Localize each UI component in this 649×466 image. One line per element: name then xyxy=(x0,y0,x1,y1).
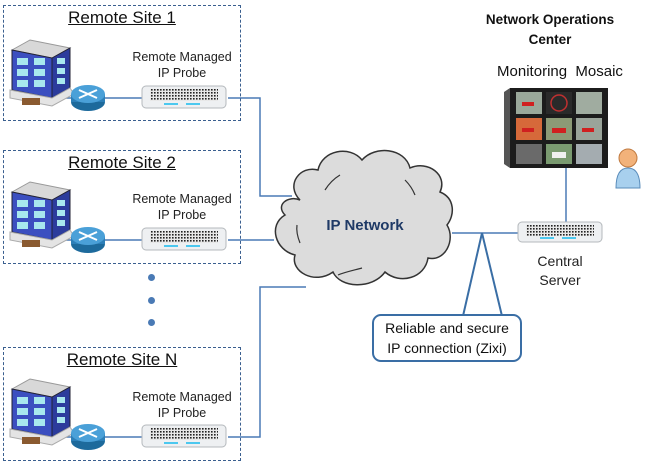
server-label-line2: Server xyxy=(539,272,581,288)
ellipsis-dot xyxy=(148,319,155,326)
probe-label-site-2: Remote Managed IP Probe xyxy=(122,191,242,223)
site-title: Remote Site 1 xyxy=(68,8,176,27)
callout-line2: IP connection (Zixi) xyxy=(387,340,507,356)
remote-site-1: Remote Site 1 xyxy=(3,5,241,121)
connection-callout: Reliable and secure IP connection (Zixi) xyxy=(372,314,522,362)
router-icon xyxy=(71,227,105,253)
mosaic-label: Monitoring Mosaic xyxy=(497,63,623,80)
probe-label-site-1: Remote Managed IP Probe xyxy=(122,49,242,81)
site-title: Remote Site 2 xyxy=(68,153,176,172)
probe-label-line1: Remote Managed xyxy=(132,390,232,404)
cloud-label: IP Network xyxy=(326,217,404,234)
noc-title-line1: Network Operations xyxy=(485,12,615,27)
ellipsis-dot xyxy=(148,297,155,304)
probe-label-line2: IP Probe xyxy=(157,66,207,80)
probe-label-line2: IP Probe xyxy=(157,208,207,222)
site-title: Remote Site N xyxy=(66,350,178,369)
building-icon xyxy=(9,181,75,249)
building-icon xyxy=(9,39,75,107)
building-icon xyxy=(9,378,75,446)
remote-site-n: Remote Site N xyxy=(3,347,241,461)
remote-site-2: Remote Site 2 xyxy=(3,150,241,264)
router-icon xyxy=(71,424,105,450)
noc-title-line2: Center xyxy=(528,32,572,47)
noc-title: Network Operations Center xyxy=(470,10,630,50)
probe-label-site-n: Remote Managed IP Probe xyxy=(122,389,242,421)
probe-label-line1: Remote Managed xyxy=(132,192,232,206)
probe-label-line2: IP Probe xyxy=(157,406,207,420)
router-icon xyxy=(71,85,105,111)
probe-server-icon xyxy=(141,227,227,251)
probe-label-line1: Remote Managed xyxy=(132,50,232,64)
cloud-icon xyxy=(274,149,454,286)
server-label-line1: Central xyxy=(537,253,583,269)
user-icon xyxy=(615,148,641,189)
callout-pointer xyxy=(461,232,504,317)
link-site1-cloud xyxy=(228,97,292,197)
video-wall-icon xyxy=(504,88,608,168)
central-server-icon xyxy=(517,221,603,243)
callout-line1: Reliable and secure xyxy=(385,320,509,336)
probe-server-icon xyxy=(141,85,227,109)
probe-server-icon xyxy=(141,424,227,448)
link-siten-cloud xyxy=(228,286,306,438)
central-server-label: Central Server xyxy=(510,252,610,290)
ellipsis-dot xyxy=(148,274,155,281)
